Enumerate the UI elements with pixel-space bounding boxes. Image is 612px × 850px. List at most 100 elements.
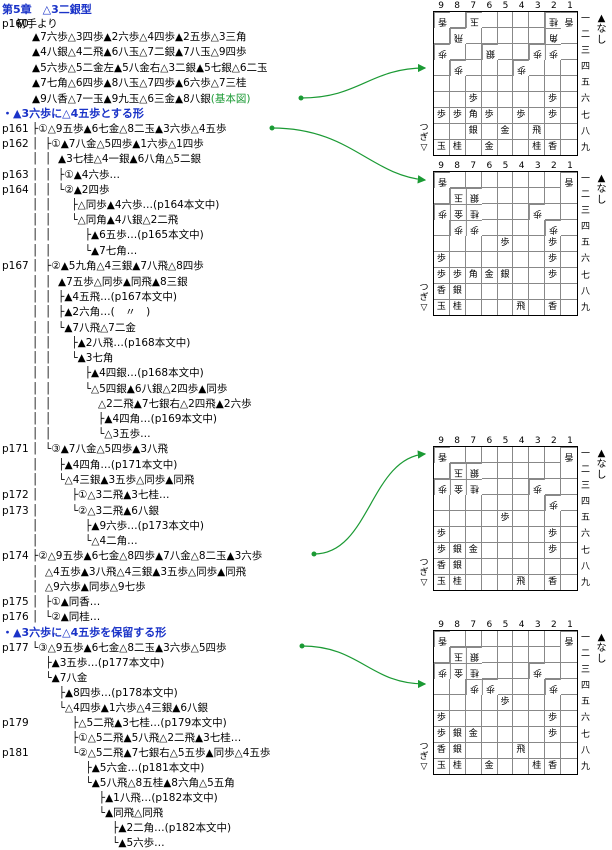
turn-label: つぎ▽ [419,742,429,772]
board-cell: 銀 [449,284,466,300]
board-cell [561,679,577,695]
move-line: │ │ ▲7五歩△同歩▲同飛▲8三銀 [32,276,188,288]
move-line: ▲7六歩△3四歩▲2六歩△4四歩▲2五歩△3三角 [32,31,247,43]
board-cell [482,575,498,590]
board-cell: 歩 [545,711,562,727]
rank-label: 八 [581,286,591,297]
board-cell: 歩 [545,220,562,236]
section-heading-2: ・▲3六歩に△4五歩を保留する形 [2,626,167,639]
board-cell [449,695,466,711]
board-cell [529,107,546,124]
file-label: 2 [550,1,557,11]
board-cell [561,479,577,495]
move-line: └▲同飛△同飛 [32,807,164,819]
board-cell: 歩 [529,204,546,220]
page-ref: p179 [2,717,29,729]
turn-label: つぎ▽ [419,283,429,313]
board-cell [449,123,466,140]
rank-label: 九 [581,302,591,313]
board-cell: 歩 [545,236,562,252]
board-cell [497,220,514,236]
rank-label: 四 [581,497,591,508]
board-cell [481,447,498,463]
board-cell [529,743,546,759]
board-cell: 歩 [545,527,562,543]
board-cell: 歩 [529,479,546,495]
board-cell [481,479,498,495]
board-cell [465,559,482,575]
board-cell [529,543,546,559]
board-cell: 香 [561,631,577,647]
board-cell [513,447,530,463]
board-cell: 歩 [545,107,562,124]
move-line: ├▲3五歩…(p177本文中) [32,657,165,669]
connector-line [313,450,427,555]
board-cell [545,647,562,663]
rank-label: 九 [581,761,591,772]
board-cell [513,727,530,743]
board-cell [434,695,450,711]
file-label: 4 [518,620,525,630]
board-cell: 銀 [497,268,514,284]
file-label: 7 [470,436,477,446]
board-cell [529,60,546,76]
board-cell: 歩 [545,495,562,511]
move-line: └▲7八金 [32,672,88,684]
board-cell: 歩 [529,44,546,60]
file-label: 4 [518,1,525,11]
file-label: 2 [550,161,557,171]
board-cell: 桂 [465,204,482,220]
board-cell [497,479,514,495]
file-label: 9 [438,436,444,446]
board-cell [434,463,450,479]
board-cell [449,236,466,252]
board-cell [481,663,498,679]
board-cell [465,743,482,759]
board-cell [529,495,546,511]
board-cell [561,76,577,92]
board-cell [513,123,530,140]
file-label: 5 [502,436,509,446]
file-label: 3 [534,436,541,446]
board-cell [529,631,546,647]
page-ref: p163 [2,169,29,181]
move-line: ├△5二飛▲3七桂…(p179本文中) [32,717,227,729]
board-cell [465,44,482,60]
move-line: └▲5八飛△8五桂▲8六角△5五角 [32,777,235,789]
rank-label: 六 [581,529,591,540]
board-cell: 歩 [434,663,450,679]
rank-label: 六 [581,713,591,724]
board-cell [513,511,530,527]
board-cell [481,631,498,647]
board-cell [466,759,482,774]
rank-label: 九 [581,142,591,153]
board-cell [498,300,514,315]
board-cell [513,647,530,663]
board-cell [449,447,466,463]
board-cell: 歩 [545,91,562,108]
board-cell: 玉 [449,188,466,204]
board-cell: 香 [545,300,562,315]
board-cell [529,284,546,300]
rank-label: 五 [581,697,591,708]
board-cell: 香 [545,139,562,155]
file-label: 5 [502,1,509,11]
board-cell [513,220,530,236]
file-label: 4 [518,161,525,171]
file-label: 3 [534,620,541,630]
board-cell [481,91,498,108]
move-line: ├①△9五歩▲6七金△8二玉▲3六歩△4五歩 [32,123,227,135]
board-cell [529,76,546,92]
board-cell [561,543,577,559]
board-cell: 歩 [434,268,450,284]
move-line: │ │ △2二飛▲7七銀右△2四飛▲2六歩 [32,398,252,410]
board-cell: 桂 [450,575,466,590]
board-cell [545,663,562,679]
board-cell: 歩 [545,727,562,743]
move-line: │ └②▲同桂… [32,611,101,623]
move-line: │ │ ▲3七桂△4一銀▲6八角△5二銀 [32,153,202,165]
board-cell: 香 [545,759,562,774]
board-cell [529,220,546,236]
board-cell [561,575,577,590]
